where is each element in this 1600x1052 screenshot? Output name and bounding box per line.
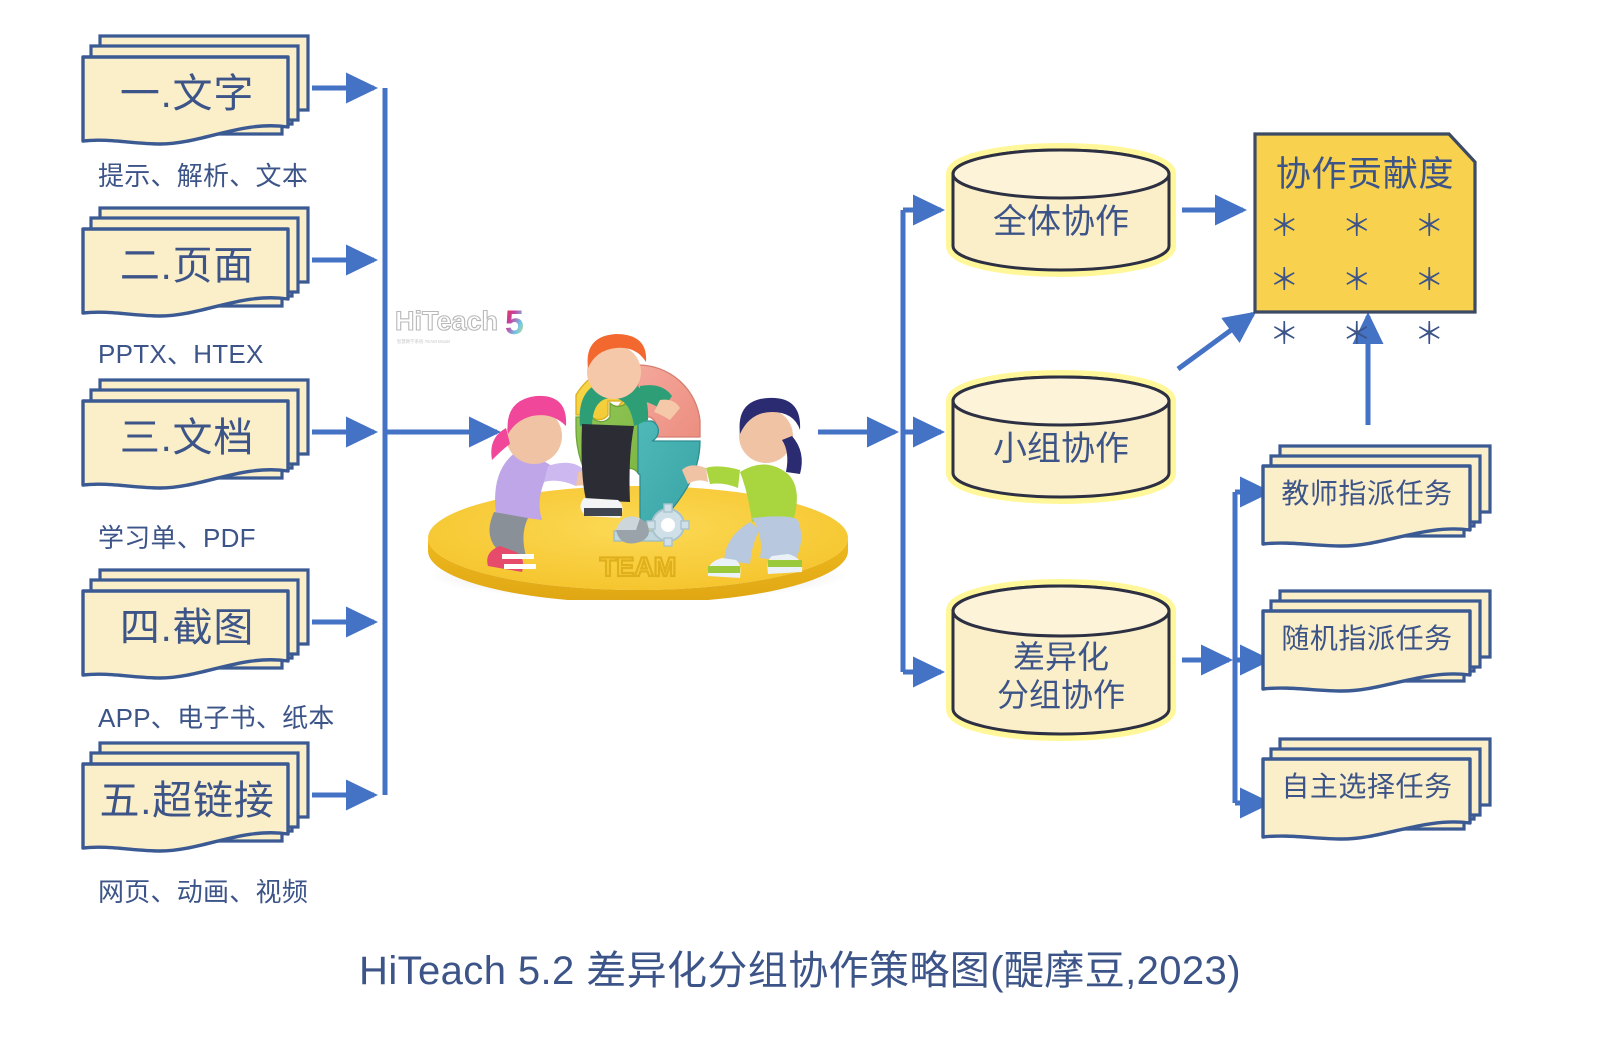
- input-caption-1: 提示、解析、文本: [98, 161, 309, 191]
- figure-caption: HiTeach 5.2 差异化分组协作策略图(醍摩豆,2023): [359, 949, 1241, 993]
- input-caption-2: PPTX、HTEX: [98, 339, 264, 369]
- wire-group-to-outcome: [1176, 311, 1257, 372]
- logo-subtext: 智慧教学系统 TEAM Model: [397, 338, 450, 345]
- input-card-4[interactable]: 四.截图: [81, 562, 312, 682]
- person-center-back: [579, 334, 680, 518]
- team-collaboration-illustration: TEAM: [388, 276, 888, 600]
- mode-cylinder-1[interactable]: 全体协作: [945, 143, 1177, 277]
- svg-text:5: 5: [505, 304, 524, 342]
- outcome-note[interactable]: 协作贡献度 ＊ ＊ ＊ ＊ ＊ ＊ ＊ ＊ ＊: [1253, 132, 1477, 352]
- person-right: [682, 397, 803, 578]
- input-card-2[interactable]: 二.页面: [81, 200, 312, 320]
- outcome-star-row-3: ＊ ＊ ＊: [1269, 317, 1461, 352]
- input-card-5[interactable]: 五.超链接: [81, 735, 312, 855]
- hiteach-logo: HiTeach 5 智慧教学系统 TEAM Model: [395, 303, 545, 349]
- prop-gear: [646, 503, 690, 547]
- task-card-2[interactable]: 随机指派任务: [1261, 585, 1494, 695]
- input-caption-3: 学习单、PDF: [98, 523, 256, 553]
- mode-cylinder-2[interactable]: 小组协作: [945, 370, 1177, 504]
- input-caption-4: APP、电子书、纸本: [98, 703, 335, 733]
- input-card-1[interactable]: 一.文字: [81, 28, 312, 148]
- person-left: [487, 395, 600, 572]
- input-card-3[interactable]: 三.文档: [81, 372, 312, 492]
- mode-cylinder-3[interactable]: 差异化 分组协作: [945, 579, 1177, 741]
- podium-label: TEAM: [600, 552, 677, 582]
- svg-text:HiTeach: HiTeach: [395, 306, 498, 336]
- task-card-1[interactable]: 教师指派任务: [1261, 440, 1494, 550]
- input-caption-5: 网页、动画、视频: [98, 877, 309, 907]
- task-card-3[interactable]: 自主选择任务: [1261, 733, 1494, 843]
